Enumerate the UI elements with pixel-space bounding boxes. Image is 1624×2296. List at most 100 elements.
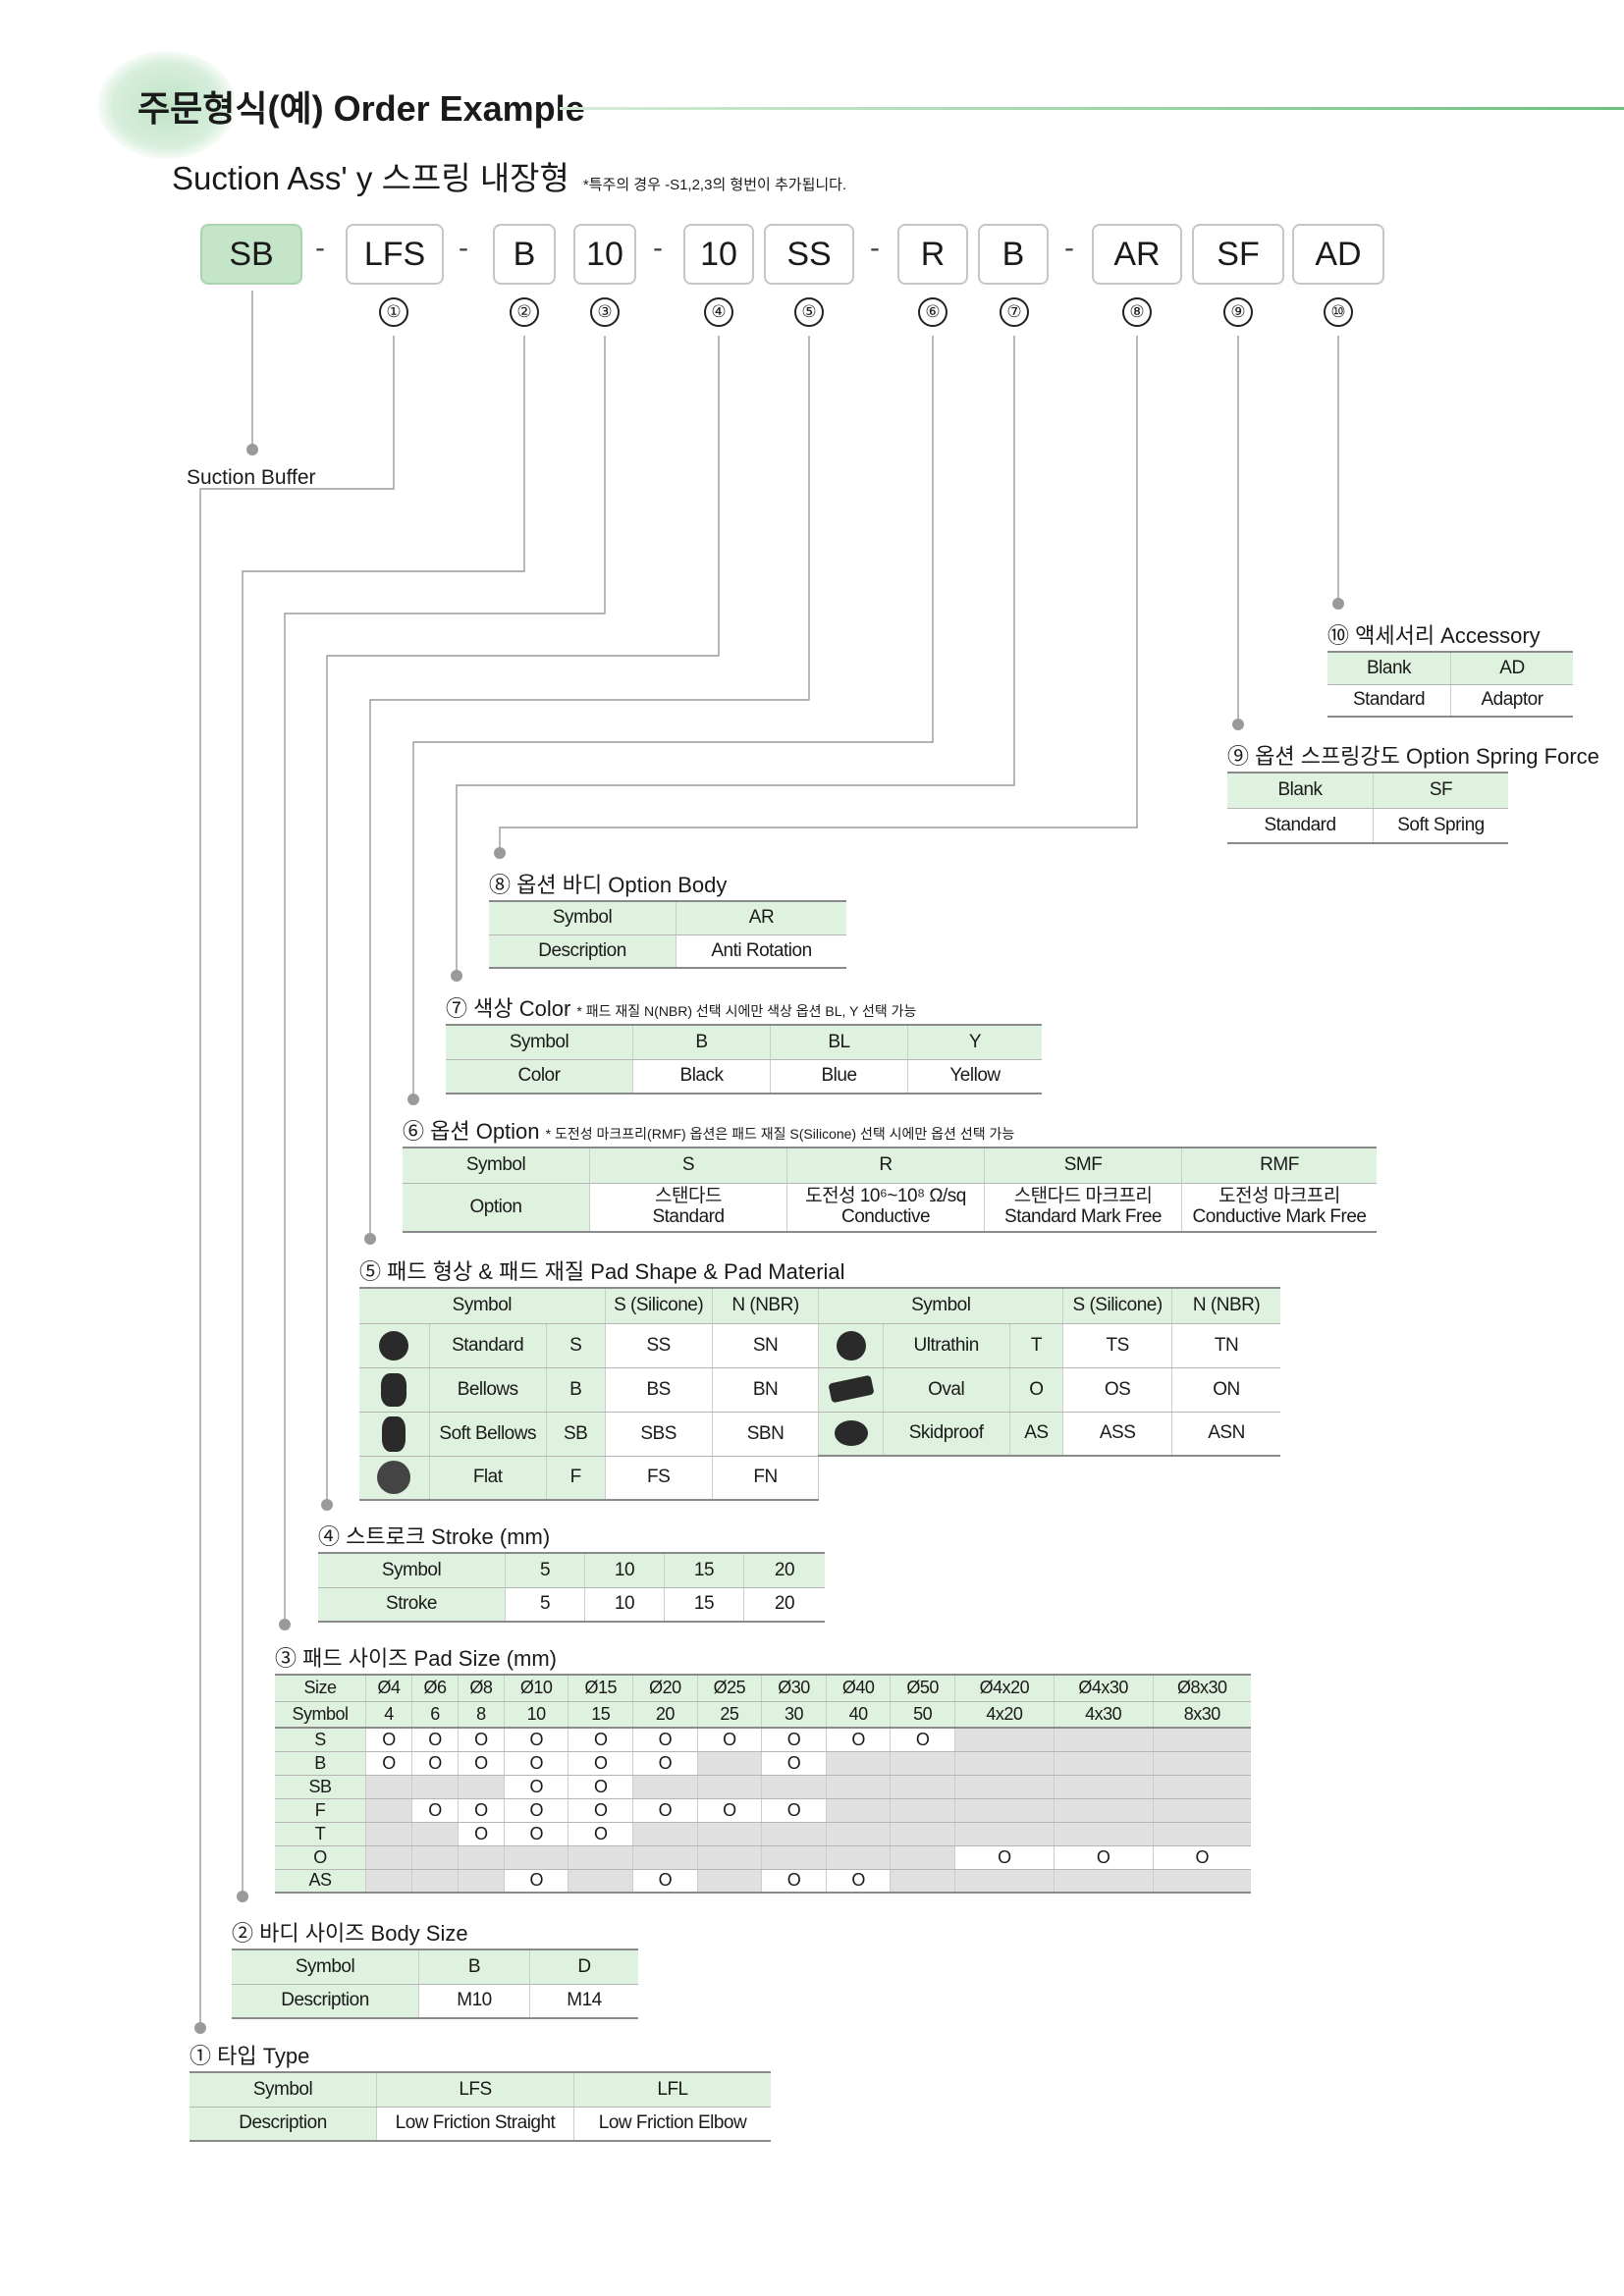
accessory-cell: Standard <box>1327 684 1451 718</box>
stroke-cell: 10 <box>584 1587 665 1623</box>
option-en: Conductive <box>840 1205 931 1227</box>
pad-size-header: Ø4 <box>365 1674 412 1702</box>
availability-empty <box>411 1822 459 1846</box>
color-cell: Symbol <box>446 1024 633 1060</box>
availability-mark: O <box>890 1728 955 1752</box>
option-title: ⑥ 옵션 Option * 도전성 마크프리(RMF) 옵션은 패드 재질 S(… <box>403 1114 1014 1146</box>
code-box-option: R <box>897 224 968 285</box>
code-box-option-body: AR <box>1092 224 1182 285</box>
code-box-pad-material: SS <box>764 224 854 285</box>
availability-mark: O <box>568 1728 634 1752</box>
pad-size-header: Ø4x20 <box>954 1674 1055 1702</box>
pad-code: TS <box>1062 1323 1173 1368</box>
availability-mark: O <box>458 1822 505 1846</box>
availability-mark: O <box>411 1751 459 1776</box>
availability-empty <box>761 1822 827 1846</box>
availability-mark: O <box>761 1869 827 1894</box>
pad-shape-header: N (NBR) <box>712 1287 820 1324</box>
type-title: ① 타입 Type <box>189 2044 310 2068</box>
code-box-type: LFS <box>346 224 444 285</box>
soft-bellows-pad-icon <box>382 1415 406 1452</box>
pad-size-symbol-label: Symbol <box>275 1701 366 1729</box>
availability-empty <box>365 1869 412 1894</box>
body-size-title: ② 바디 사이즈 Body Size <box>232 1921 468 1946</box>
pad-shape-title: ⑤ 패드 형상 & 패드 재질 Pad Shape & Pad Material <box>359 1259 845 1284</box>
availability-empty <box>1054 1822 1154 1846</box>
pad-size-symbol: 8x30 <box>1153 1701 1251 1729</box>
availability-empty <box>954 1869 1055 1894</box>
pad-size-symbol: 4 <box>365 1701 412 1729</box>
availability-mark: O <box>458 1728 505 1752</box>
option-body-title: ⑧ 옵션 바디 Option Body <box>489 873 728 897</box>
code-separator: - <box>1064 232 1074 264</box>
availability-mark: O <box>411 1728 459 1752</box>
availability-mark: O <box>411 1798 459 1823</box>
pad-size-header: Ø25 <box>697 1674 763 1702</box>
pad-size-header: Ø8 <box>458 1674 505 1702</box>
availability-empty <box>890 1869 955 1894</box>
pad-size-type: S <box>275 1728 366 1752</box>
color-note: * 패드 재질 N(NBR) 선택 시에만 색상 옵션 BL, Y 선택 가능 <box>576 1003 917 1019</box>
pad-icon-cell <box>359 1412 430 1457</box>
availability-empty <box>458 1775 505 1799</box>
option-body-cell: Anti Rotation <box>676 934 846 969</box>
availability-empty <box>954 1751 1055 1776</box>
pad-size-symbol: 4x30 <box>1054 1701 1154 1729</box>
option-body-cell: AR <box>676 900 846 935</box>
availability-empty <box>632 1845 698 1870</box>
availability-empty <box>826 1775 892 1799</box>
availability-empty <box>1054 1798 1154 1823</box>
flat-pad-icon <box>377 1461 411 1495</box>
availability-empty <box>697 1822 763 1846</box>
code-box-sb: SB <box>200 224 302 285</box>
availability-mark: O <box>568 1751 634 1776</box>
color-cell: B <box>632 1024 771 1060</box>
availability-mark: O <box>826 1728 892 1752</box>
availability-empty <box>458 1845 505 1870</box>
pad-size-symbol: 30 <box>761 1701 827 1729</box>
pad-size-header: Ø10 <box>504 1674 569 1702</box>
availability-mark: O <box>954 1845 1055 1870</box>
color-title: ⑦ 색상 Color * 패드 재질 N(NBR) 선택 시에만 색상 옵션 B… <box>446 991 916 1023</box>
bellows-pad-icon <box>381 1372 407 1407</box>
pad-code: ASN <box>1171 1412 1280 1457</box>
pad-size-header: Ø8x30 <box>1153 1674 1251 1702</box>
body-size-cell: Description <box>232 1984 419 2019</box>
pad-shape-header: Symbol <box>359 1287 606 1324</box>
availability-mark: O <box>697 1728 763 1752</box>
code-box-spring-force: SF <box>1192 224 1284 285</box>
spring-force-cell: Standard <box>1227 808 1374 844</box>
pad-shape-table: Symbol S (Silicone) N (NBR) Symbol S (Si… <box>359 1287 1280 1501</box>
body-size-cell: Symbol <box>232 1949 419 1985</box>
availability-mark: O <box>761 1728 827 1752</box>
color-title-text: ⑦ 색상 Color <box>446 996 571 1021</box>
code-box-color: B <box>978 224 1049 285</box>
pad-symbol: S <box>546 1323 606 1368</box>
page-subtitle: Suction Ass' y 스프링 내장형*특주의 경우 -S1,2,3의 형… <box>172 152 846 199</box>
option-cell: Symbol <box>403 1147 590 1184</box>
availability-mark: O <box>761 1751 827 1776</box>
pad-name: Ultrathin <box>883 1323 1010 1368</box>
code-separator: - <box>870 232 880 264</box>
option-ko: 스탠다드 마크프리 <box>1013 1185 1153 1206</box>
availability-mark: O <box>632 1798 698 1823</box>
availability-empty <box>411 1775 459 1799</box>
availability-mark: O <box>568 1798 634 1823</box>
availability-mark: O <box>458 1798 505 1823</box>
availability-empty <box>826 1751 892 1776</box>
availability-empty <box>890 1751 955 1776</box>
availability-mark: O <box>504 1775 569 1799</box>
option-title-text: ⑥ 옵션 Option <box>403 1119 540 1144</box>
stroke-cell: 10 <box>584 1552 665 1588</box>
pad-icon-cell <box>818 1412 884 1457</box>
pad-size-header: Ø40 <box>826 1674 892 1702</box>
ultrathin-pad-icon <box>836 1330 866 1361</box>
type-cell: Symbol <box>189 2071 377 2108</box>
availability-empty <box>697 1751 763 1776</box>
availability-mark: O <box>365 1751 412 1776</box>
pad-symbol: T <box>1009 1323 1064 1368</box>
pad-size-symbol: 40 <box>826 1701 892 1729</box>
